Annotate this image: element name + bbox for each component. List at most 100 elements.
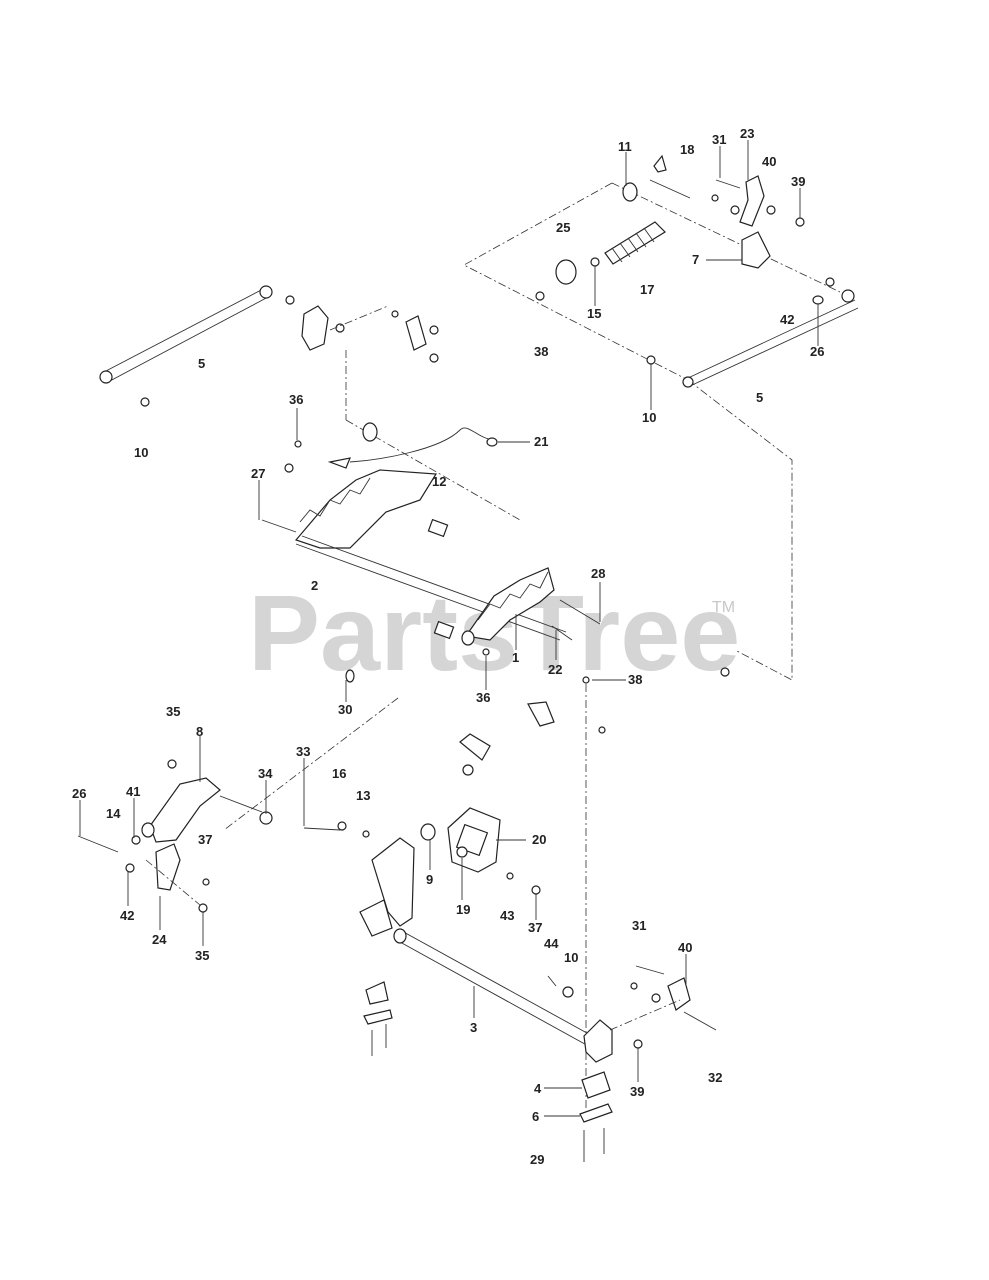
- frame-line-top: [611, 182, 841, 293]
- label-7: 7: [692, 252, 699, 267]
- shaft-34-icon: [219, 795, 263, 813]
- bolt-26-icon: [77, 835, 119, 853]
- label-37-left: 37: [198, 832, 212, 847]
- rod-5-right-top: [687, 299, 856, 379]
- bracket-23-icon: [739, 175, 765, 227]
- label-21: 21: [534, 434, 548, 449]
- nut-icon: [335, 323, 345, 333]
- part-icon: [459, 733, 491, 761]
- label-36-bottom: 36: [476, 690, 490, 705]
- label-10-top: 10: [642, 410, 656, 425]
- bolt-31-icon: [715, 179, 741, 189]
- bushing-11-icon: [622, 182, 638, 202]
- frame-line-upper-left: [463, 182, 689, 381]
- arm-3-right-icon: [583, 1019, 613, 1063]
- label-10-left: 10: [134, 445, 148, 460]
- nut-icon: [535, 291, 545, 301]
- label-40-bottom: 40: [678, 940, 692, 955]
- rod-5-left-end: [99, 370, 113, 384]
- lower-assembly: [303, 701, 717, 1162]
- nut-36-icon: [294, 440, 302, 448]
- upper-left-assembly: [99, 285, 521, 521]
- label-5-left: 5: [198, 356, 205, 371]
- label-13: 13: [356, 788, 370, 803]
- nut-icon: [462, 764, 474, 776]
- bracket-lower-icon: [359, 899, 393, 937]
- nut-icon: [167, 759, 177, 769]
- nut-39-icon: [633, 1039, 643, 1049]
- clip-4-icon: [581, 1071, 611, 1099]
- leader-lines: [79, 140, 819, 1117]
- sleeve-icon: [427, 518, 449, 538]
- label-20: 20: [532, 832, 546, 847]
- nut-icon: [429, 325, 439, 335]
- rod-5-left-top: [103, 287, 266, 373]
- arm-8-end-icon: [141, 822, 155, 838]
- label-5-right: 5: [756, 390, 763, 405]
- label-8: 8: [196, 724, 203, 739]
- label-43: 43: [500, 908, 514, 923]
- washer-42-icon: [825, 277, 835, 287]
- nut-icon: [362, 830, 370, 838]
- dash-line: [609, 999, 681, 1031]
- rod-5-left-end-2: [259, 285, 273, 299]
- bolt-32-icon: [683, 1011, 717, 1031]
- watermark-trademark: TM: [712, 599, 735, 616]
- washer-icon: [562, 986, 574, 998]
- label-38-bottom: 38: [628, 672, 642, 687]
- label-24: 24: [152, 932, 167, 947]
- pin-22-icon: [551, 625, 573, 641]
- nut-icon: [429, 353, 439, 363]
- shaft-3-top: [399, 929, 597, 1039]
- shaft-3-end-icon: [393, 928, 407, 944]
- cable-21-icon: [349, 427, 497, 463]
- label-22: 22: [548, 662, 562, 677]
- bracket-24-icon: [155, 843, 181, 891]
- label-4: 4: [534, 1081, 542, 1096]
- label-11: 11: [618, 139, 632, 154]
- label-41: 41: [126, 784, 140, 799]
- nut-40-icon: [766, 205, 776, 215]
- label-31-bottom: 31: [632, 918, 646, 933]
- frame-line-right: [687, 379, 793, 681]
- clip-left-2-icon: [363, 1009, 393, 1025]
- spring-17-icon: [604, 221, 666, 265]
- middle-assembly: [223, 422, 730, 1110]
- label-25: 25: [556, 220, 570, 235]
- label-35-bottom: 35: [195, 948, 209, 963]
- label-27: 27: [251, 466, 265, 481]
- label-33: 33: [296, 744, 310, 759]
- label-16: 16: [332, 766, 346, 781]
- plate-1-icon: [464, 567, 555, 641]
- washer-icon: [285, 295, 295, 305]
- clip-6-icon: [579, 1103, 613, 1123]
- label-15: 15: [587, 306, 601, 321]
- bolt-33-icon: [303, 827, 341, 831]
- label-42-top: 42: [780, 312, 794, 327]
- rod-5-right-end: [682, 376, 694, 388]
- washer-41-icon: [131, 835, 141, 845]
- label-30: 30: [338, 702, 352, 717]
- label-26-left: 26: [72, 786, 86, 801]
- nut-10-left-icon: [140, 397, 150, 407]
- nut-43-icon: [506, 872, 514, 880]
- bolt-18-icon: [649, 179, 691, 199]
- dash-line: [145, 859, 201, 906]
- shaft-bottom: [301, 535, 567, 633]
- label-29: 29: [530, 1152, 544, 1167]
- label-31-top: 31: [712, 132, 726, 147]
- label-38-top: 38: [534, 344, 548, 359]
- nut-37-icon: [531, 885, 541, 895]
- label-10-bottom: 10: [564, 950, 578, 965]
- label-1: 1: [512, 650, 519, 665]
- label-36-top: 36: [289, 392, 303, 407]
- clip-left-icon: [365, 981, 389, 1005]
- washer-icon: [651, 993, 661, 1003]
- label-19: 19: [456, 902, 470, 917]
- plate-1-teeth: [477, 571, 549, 621]
- clip-icon: [527, 701, 555, 727]
- left-arm-assembly: [77, 759, 273, 913]
- sleeve-icon: [433, 620, 455, 640]
- upper-right-assembly: [463, 154, 859, 681]
- washer-icon: [730, 205, 740, 215]
